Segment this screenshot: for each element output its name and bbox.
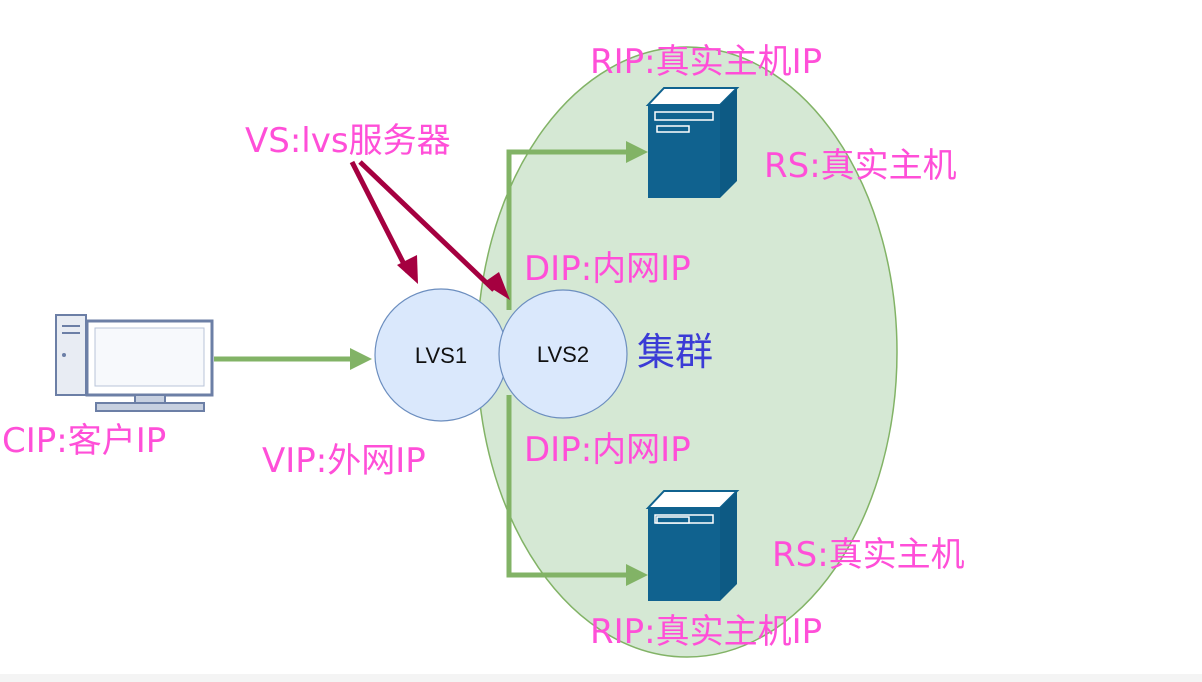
rs-top-label: RS:真实主机 <box>764 146 957 186</box>
server-tower-icon <box>645 490 740 601</box>
cluster-label: 集群 <box>637 330 713 374</box>
rip-top-label: RIP:真实主机IP <box>590 42 822 82</box>
vs-label: VS:lvs服务器 <box>245 121 451 161</box>
lvs-to-rs-top-arrow <box>506 141 648 310</box>
lvs2-label: LVS2 <box>537 342 589 367</box>
dip-bottom-label: DIP:内网IP <box>524 430 691 470</box>
cip-label: CIP:客户IP <box>2 421 166 461</box>
lvs-to-rs-bottom-arrow <box>506 395 648 586</box>
lvs1-label: LVS1 <box>415 343 467 368</box>
vip-label: VIP:外网IP <box>262 441 426 481</box>
client-to-lvs-arrow <box>214 348 372 370</box>
vs-to-lvs1-arrow <box>349 160 418 284</box>
vs-to-lvs2-arrow <box>358 160 510 300</box>
lvs1-node: LVS1 <box>374 288 508 422</box>
lvs2-node: LVS2 <box>498 289 628 419</box>
rip-bottom-label: RIP:真实主机IP <box>590 612 822 652</box>
rs-bottom-label: RS:真实主机 <box>772 535 965 575</box>
dip-top-label: DIP:内网IP <box>524 249 691 289</box>
bottom-strip <box>0 674 1202 682</box>
server-tower-icon <box>645 87 740 198</box>
desktop-computer-icon <box>55 314 214 412</box>
